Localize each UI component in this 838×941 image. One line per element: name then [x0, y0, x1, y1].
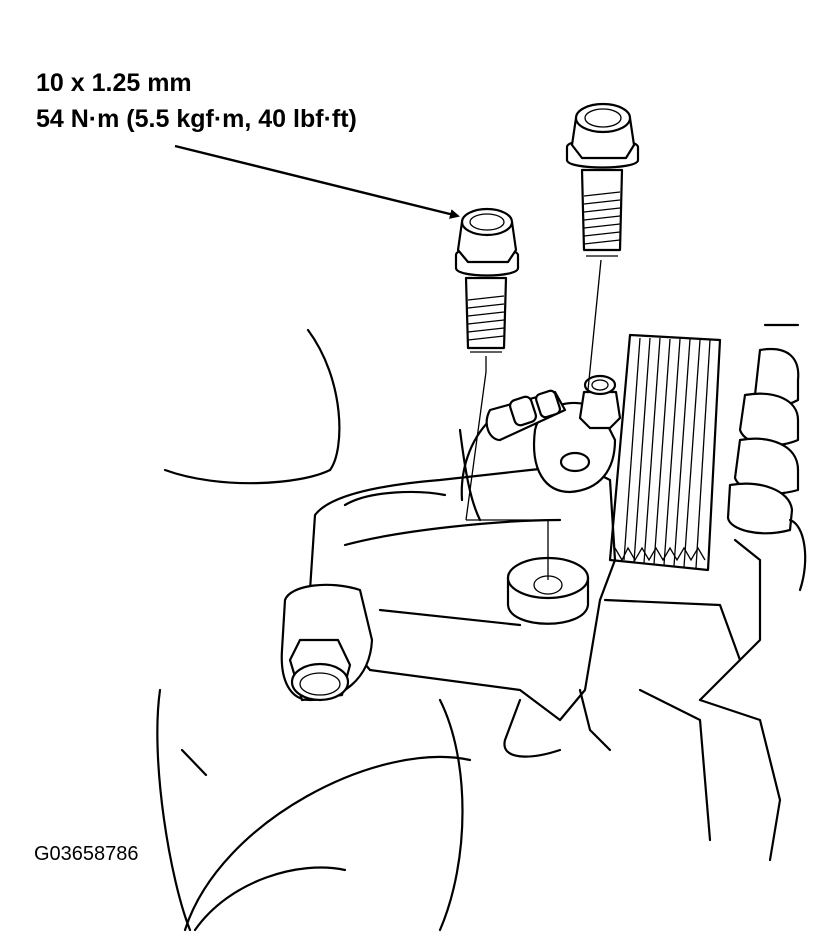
figure-id-label: G03658786: [34, 843, 139, 865]
bolt-size-label: 10 x 1.25 mm: [36, 69, 192, 97]
mount-boss: [280, 583, 374, 702]
flange-nut: [578, 374, 622, 430]
bolt-alignment-lines: [465, 259, 602, 580]
left-cylinder-housing: [156, 328, 472, 932]
flange-bolt-front: [454, 207, 520, 372]
callout-arrow: [174, 144, 460, 219]
right-housing: [503, 323, 807, 862]
engine-bracket: [308, 418, 617, 722]
torque-spec-label: 54 N·m (5.5 kgf·m, 40 lbf·ft): [36, 105, 357, 133]
flange-bolt-rear: [565, 102, 640, 257]
drive-belt-pulley: [603, 333, 742, 702]
